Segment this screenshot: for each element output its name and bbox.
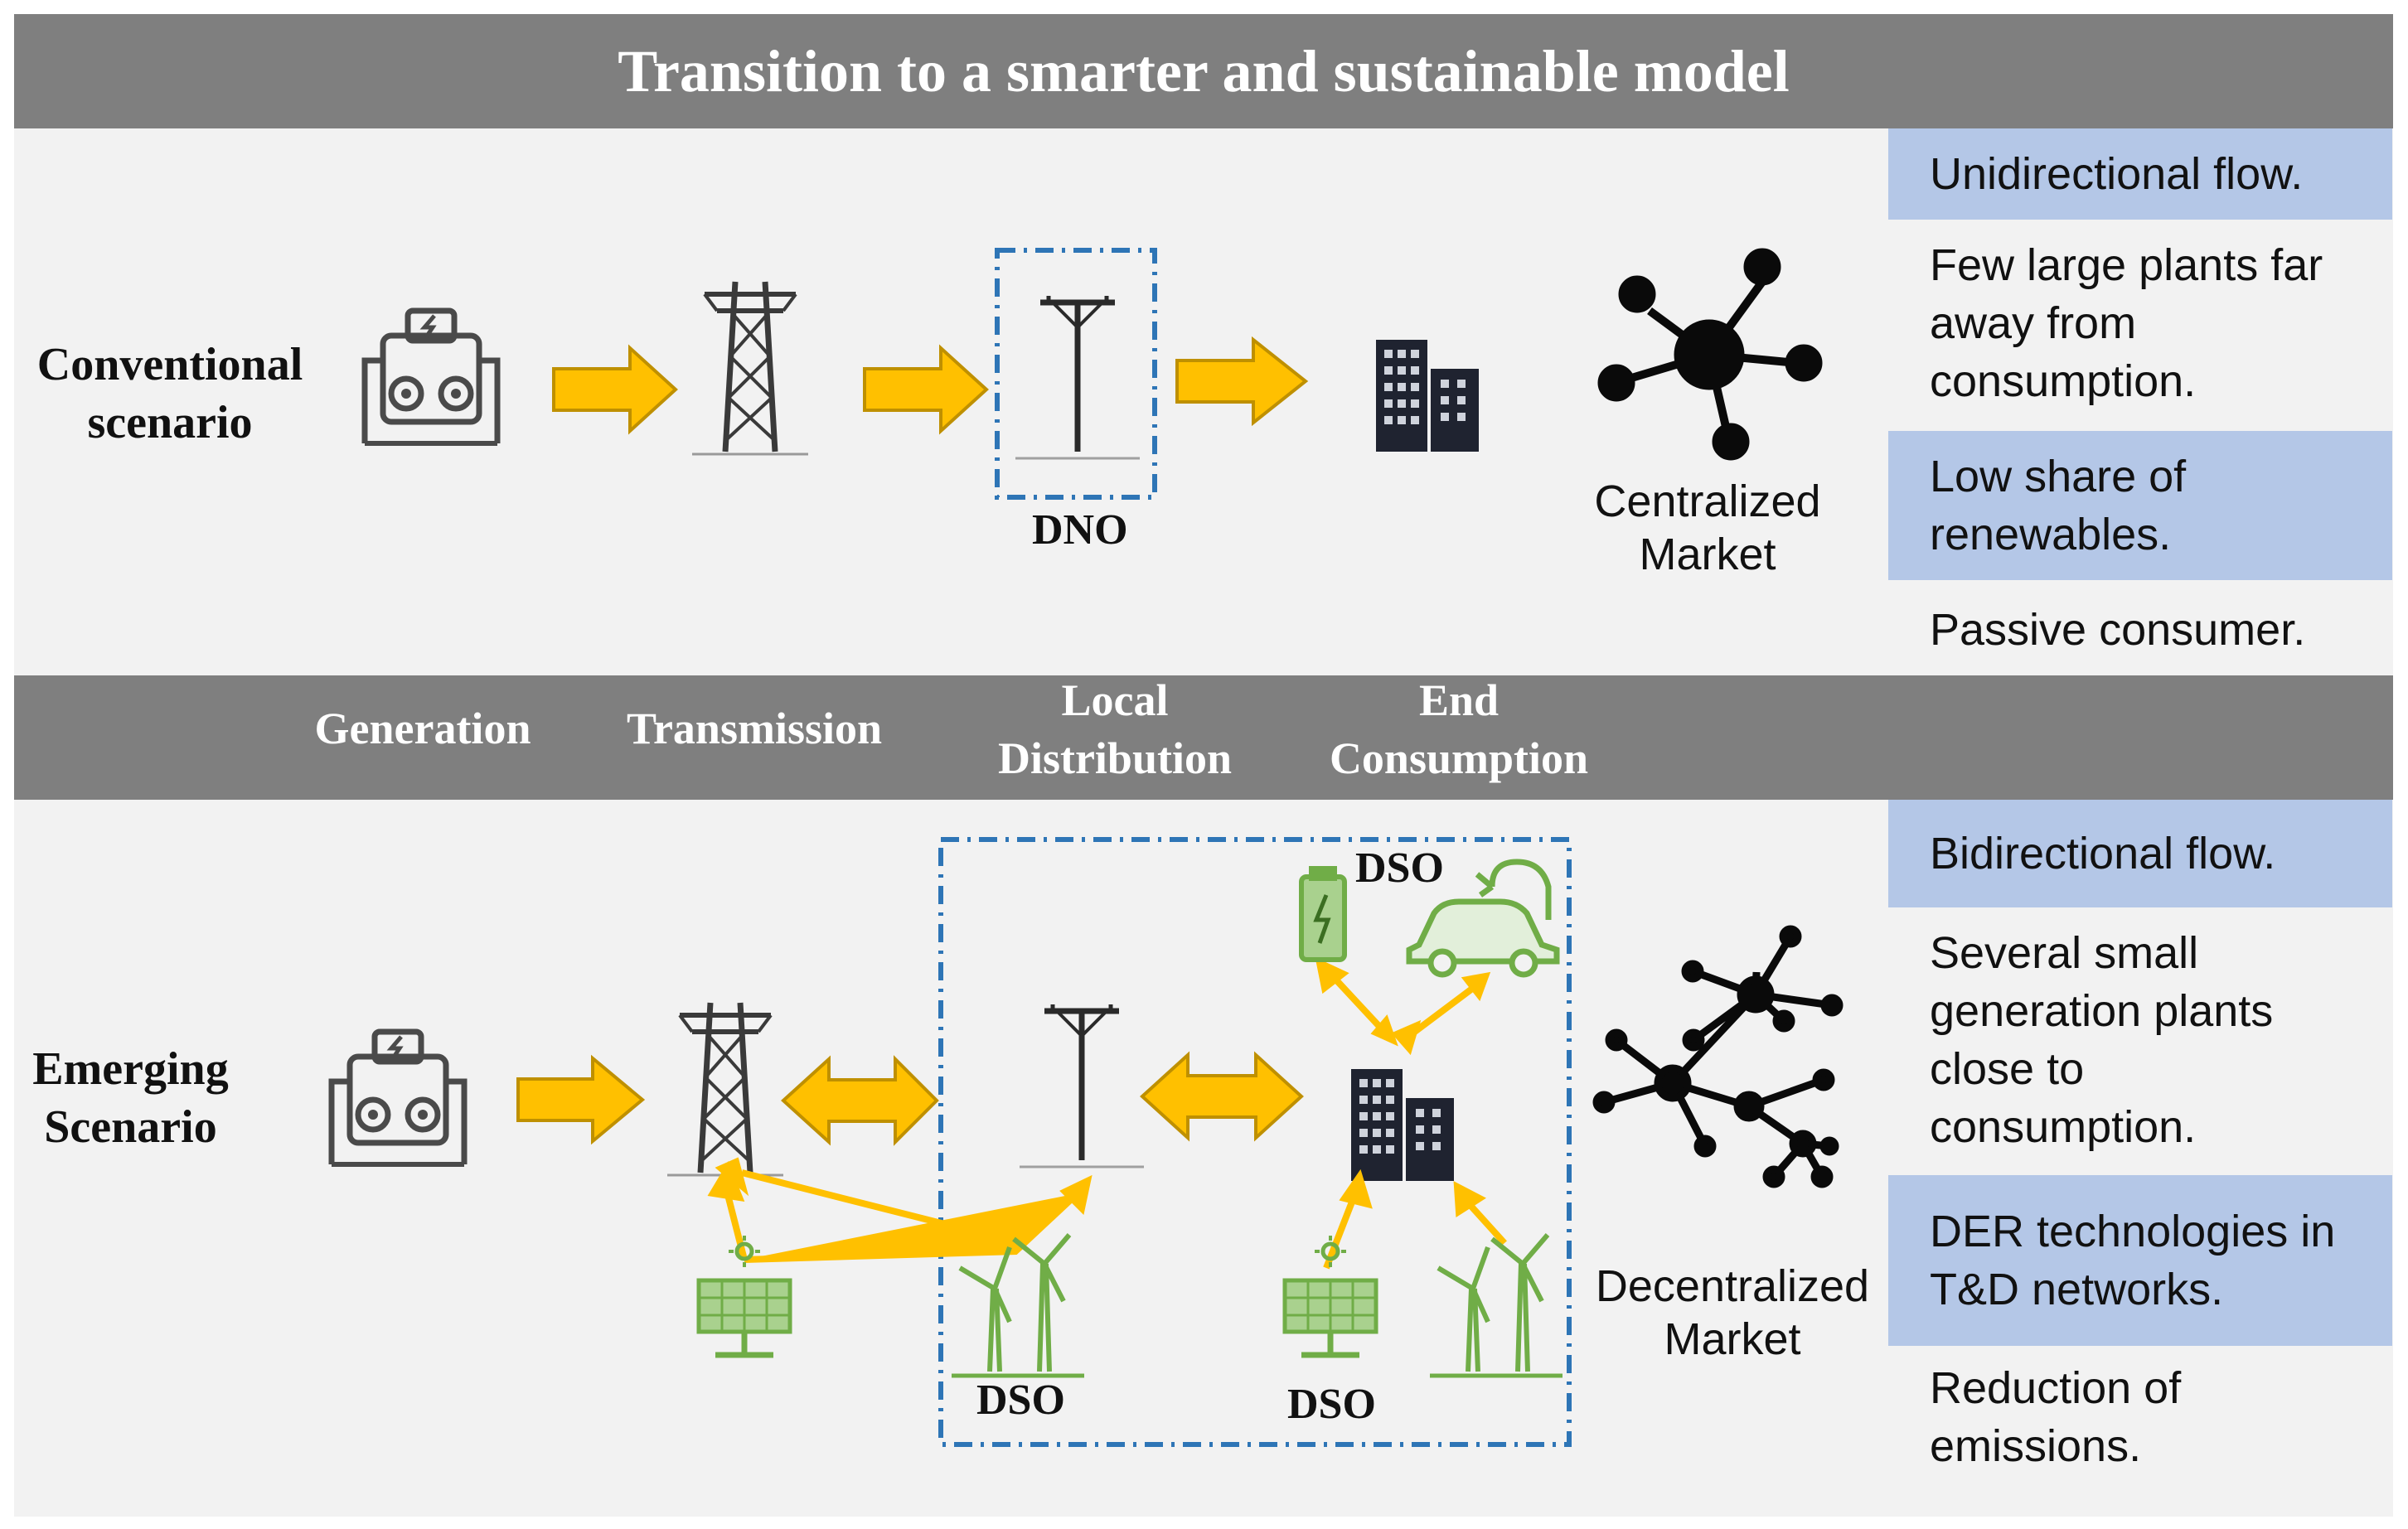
solar-to-pole-line: [744, 1191, 1080, 1263]
office-building-icon-emerging: [1351, 1069, 1454, 1181]
electric-car-icon: [1406, 859, 1560, 978]
emerging-flow-arrows: [516, 1051, 1304, 1146]
bidirectional-arrow-distribution: [1140, 1051, 1304, 1142]
utility-pole-icon: [1015, 296, 1140, 458]
flow-arrow-3: [1175, 336, 1309, 427]
centralized-market-label: Centralized Market: [1575, 475, 1840, 581]
title-band: [14, 14, 2393, 128]
centralized-market-line1: Centralized: [1594, 477, 1821, 526]
emerging-label-line1: Emerging: [32, 1043, 229, 1095]
flow-arrow-2: [863, 344, 989, 435]
stage-generation: Generation: [314, 704, 531, 753]
diagram-title: Transition to a smarter and sustainable …: [618, 37, 1790, 104]
conventional-label-line2: scenario: [87, 397, 253, 448]
dno-boundary-box: [995, 248, 1157, 500]
stage-end-line1: End: [1418, 675, 1500, 725]
wind2-to-building-line: [1463, 1198, 1507, 1246]
bidirectional-arrow-transmission: [781, 1055, 939, 1146]
emerging-scenario-label: Emerging Scenario: [17, 1040, 245, 1156]
wind-to-tower-line: [741, 1169, 1020, 1246]
dno-label: DNO: [1032, 506, 1128, 554]
emerging-label-line2: Scenario: [44, 1101, 217, 1153]
conventional-label-line1: Conventional: [36, 339, 303, 390]
feature-reduction-emissions: Reduction of emissions.: [1930, 1363, 2182, 1471]
wind-turbine-icon-2: [1430, 1235, 1563, 1376]
stage-local-line2: Distribution: [997, 733, 1233, 783]
stage-transmission: Transmission: [626, 704, 883, 753]
stage-local-distribution: Local Distribution: [962, 671, 1268, 787]
power-plant-icon: [365, 311, 497, 443]
decentralized-market-line2: Market: [1664, 1314, 1801, 1364]
decentralized-network-icon: [1592, 925, 1844, 1188]
decentralized-market-line1: Decentralized: [1595, 1261, 1870, 1311]
dso-label-top: DSO: [1355, 844, 1444, 892]
dso-label-wind: DSO: [976, 1377, 1065, 1424]
transmission-tower-icon-emerging: [667, 1003, 783, 1175]
battery-icon: [1299, 866, 1347, 962]
feature-several-small-plants: Several small generation plants close to…: [1930, 928, 2274, 1152]
network-hub-icon: [1597, 248, 1823, 461]
feature-bidirectional-flow: Bidirectional flow.: [1888, 800, 2392, 907]
conventional-scenario-label: Conventional scenario: [17, 336, 323, 452]
feature-der-technologies: DER technologies in T&D networks.: [1888, 1175, 2392, 1346]
conventional-flow-arrows: [552, 336, 1309, 435]
car-link-line: [1407, 983, 1478, 1039]
feature-passive-consumer: Passive consumer.: [1930, 605, 2306, 655]
stage-end-line2: Consumption: [1329, 733, 1589, 783]
stage-end-consumption: End Consumption: [1293, 671, 1625, 787]
feature-low-share-renewables: Low share of renewables.: [1888, 431, 2392, 580]
stage-local-line1: Local: [1061, 675, 1169, 725]
flow-arrow-generation: [516, 1054, 646, 1145]
battery-link-line: [1328, 971, 1387, 1034]
dso-boundary-box: [938, 837, 1572, 1447]
office-building-icon: [1376, 340, 1479, 452]
utility-pole-icon-emerging: [1020, 1004, 1144, 1167]
decentralized-market-label: Decentralized Market: [1579, 1260, 1886, 1366]
solar2-to-building-line: [1323, 1192, 1359, 1270]
emerging-panel: [14, 800, 2393, 1517]
transmission-tower-icon: [692, 282, 808, 454]
der-connector-arrows: [707, 957, 1507, 1270]
dso-label-solar: DSO: [1287, 1381, 1376, 1428]
flow-arrow-1: [552, 344, 678, 435]
feature-unidirectional-flow: Unidirectional flow.: [1888, 128, 2392, 220]
power-plant-icon-emerging: [332, 1032, 464, 1164]
centralized-market-line2: Market: [1639, 530, 1776, 579]
feature-few-large-plants: Few large plants far away from consumpti…: [1930, 240, 2323, 406]
stage-band: [14, 675, 2393, 800]
